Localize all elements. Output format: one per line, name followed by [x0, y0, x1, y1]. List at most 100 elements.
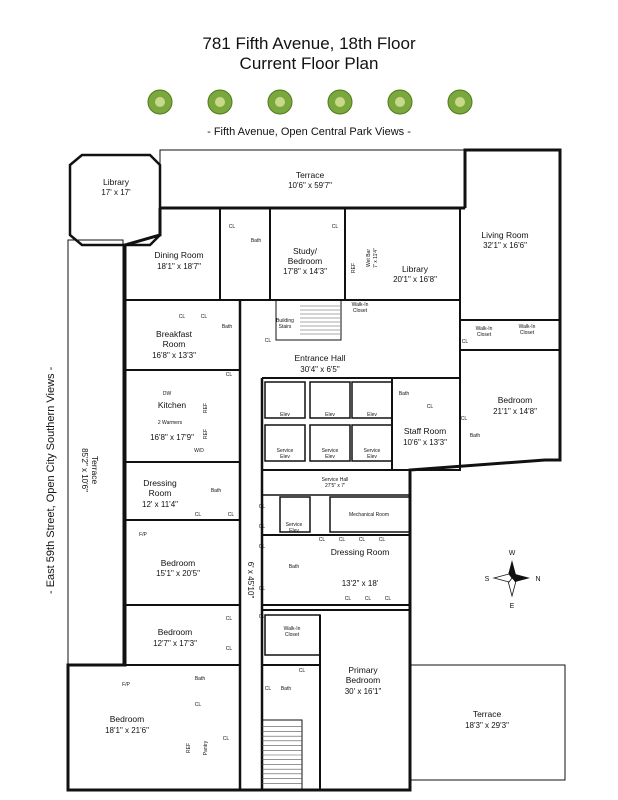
bath-label: Bath — [289, 564, 300, 570]
cl-label: CL — [259, 586, 266, 592]
wet-bar-dim: 7' x 11'4" — [373, 248, 379, 268]
mechanical-room-name: Mechanical Room — [349, 512, 389, 518]
cl-label: CL — [226, 616, 233, 622]
cl-label: CL — [332, 224, 339, 230]
cl-label: CL — [319, 537, 326, 543]
bath-label: Bath — [211, 488, 222, 494]
compass-n: N — [535, 576, 540, 583]
primary-bedroom-dim: 30' x 16'1" — [345, 687, 382, 696]
staff-room-name: Staff Room — [404, 426, 446, 436]
closet-label: Closet — [520, 330, 535, 336]
tree-icon-center — [215, 97, 225, 107]
terrace-corner-name: Terrace — [473, 709, 502, 719]
building-stairs-label-1: Building — [276, 318, 294, 324]
bath-label: Bath — [281, 686, 292, 692]
kitchen-name: Kitchen — [158, 400, 187, 410]
service-label: Service — [286, 522, 303, 528]
cl-label: CL — [195, 512, 202, 518]
pantry-label: Pantry — [203, 740, 209, 755]
closet-label: Closet — [353, 308, 368, 314]
primary-bedroom-name-2: Bedroom — [346, 675, 381, 685]
walk-in-label: Walk-In — [476, 326, 493, 332]
cl-label: CL — [223, 736, 230, 742]
cl-label: CL — [226, 372, 233, 378]
compass-w: W — [509, 550, 516, 557]
study-dim: 17'8" x 14'3" — [283, 267, 327, 276]
service-hall-name: Service Hall — [322, 477, 349, 483]
elev-label: Elev — [280, 454, 290, 460]
cl-label: CL — [259, 614, 266, 620]
bedroom-4-dim: 18'1" x 21'6" — [105, 726, 149, 735]
building-stairs-label-2: Stairs — [279, 324, 292, 330]
staff-room-dim: 10'6" x 13'3" — [403, 438, 447, 447]
elev-label: Elev — [280, 412, 290, 418]
street-label-fifth-avenue: - Fifth Avenue, Open Central Park Views … — [207, 126, 411, 138]
cl-label: CL — [226, 646, 233, 652]
tree-icon-center — [155, 97, 165, 107]
breakfast-room-dim: 16'8" x 13'3" — [152, 351, 196, 360]
elev-label: Elev — [367, 454, 377, 460]
entrance-hall-dim: 30'4" x 6'5" — [300, 365, 340, 374]
fp-label: F/P — [122, 682, 130, 688]
bedroom-4-name: Bedroom — [110, 714, 145, 724]
gallery-dim: 6' x 45'10" — [246, 562, 255, 599]
bedroom-east-dim: 21'1" x 14'8" — [493, 407, 537, 416]
cl-label: CL — [195, 702, 202, 708]
terrace-top-name: Terrace — [296, 170, 325, 180]
walk-in-label: Walk-In — [519, 324, 536, 330]
bath-label: Bath — [222, 324, 233, 330]
bedroom-east-name: Bedroom — [498, 395, 533, 405]
cl-label: CL — [462, 339, 469, 345]
ref-label: REF — [203, 403, 209, 413]
cl-label: CL — [259, 524, 266, 530]
tree-icon-center — [275, 97, 285, 107]
cl-label: CL — [359, 537, 366, 543]
bedroom-2-name: Bedroom — [161, 558, 196, 568]
study-name-2: Bedroom — [288, 256, 323, 266]
terrace-side-dim: 85'2" x 10'6" — [80, 448, 89, 492]
dressing-room-2-name: Dressing Room — [331, 547, 390, 557]
library-main-dim: 20'1" x 16'8" — [393, 275, 437, 284]
terrace-side-name: Terrace — [90, 456, 100, 485]
living-room-dim: 32'1" x 16'6" — [483, 241, 527, 250]
cl-label: CL — [259, 544, 266, 550]
elev-label: Elev — [325, 412, 335, 418]
cl-label: CL — [339, 537, 346, 543]
warmers-label: 2 Warmers — [158, 420, 183, 426]
fixture-labels: CL Bath CL REF Walk-In Closet Building S… — [122, 224, 535, 755]
cl-label: CL — [379, 537, 386, 543]
dressing-room-1-dim: 12' x 11'4" — [142, 500, 178, 509]
cl-label: CL — [259, 504, 266, 510]
elev-label: Elev — [367, 412, 377, 418]
bedroom-3-dim: 12'7" x 17'3" — [153, 639, 197, 648]
wd-label: W/D — [194, 448, 204, 454]
cl-label: CL — [365, 596, 372, 602]
service-label: Service — [322, 448, 339, 454]
breakfast-room-name-1: Breakfast — [156, 329, 193, 339]
dressing-room-2-dim: 13'2" x 18' — [342, 579, 379, 588]
closet-label: Closet — [285, 632, 300, 638]
library-corner-name: Library — [103, 177, 130, 187]
entrance-hall-name: Entrance Hall — [294, 353, 345, 363]
compass-e: E — [510, 603, 515, 610]
service-label: Service — [364, 448, 381, 454]
cl-label: CL — [201, 314, 208, 320]
stair-treads — [262, 305, 340, 784]
bath-label: Bath — [195, 676, 206, 682]
study-name-1: Study/ — [293, 246, 318, 256]
ref-label: REF — [203, 429, 209, 439]
library-main-name: Library — [402, 264, 429, 274]
bedroom-2-dim: 15'1" x 20'5" — [156, 569, 200, 578]
tree-icon-center — [335, 97, 345, 107]
living-room-name: Living Room — [481, 230, 528, 240]
dining-room-dim: 18'1" x 18'7" — [157, 262, 201, 271]
closet-label: Closet — [477, 332, 492, 338]
bedroom-3-name: Bedroom — [158, 627, 193, 637]
fp-label: F/P — [139, 532, 147, 538]
dw-label: DW — [163, 391, 172, 397]
terrace-top-dim: 10'6" x 59'7" — [288, 181, 332, 190]
cl-label: CL — [228, 512, 235, 518]
cl-label: CL — [427, 404, 434, 410]
room-labels: Library 17' x 17' Terrace 10'6" x 59'7" … — [80, 170, 537, 735]
walls — [66, 148, 566, 792]
